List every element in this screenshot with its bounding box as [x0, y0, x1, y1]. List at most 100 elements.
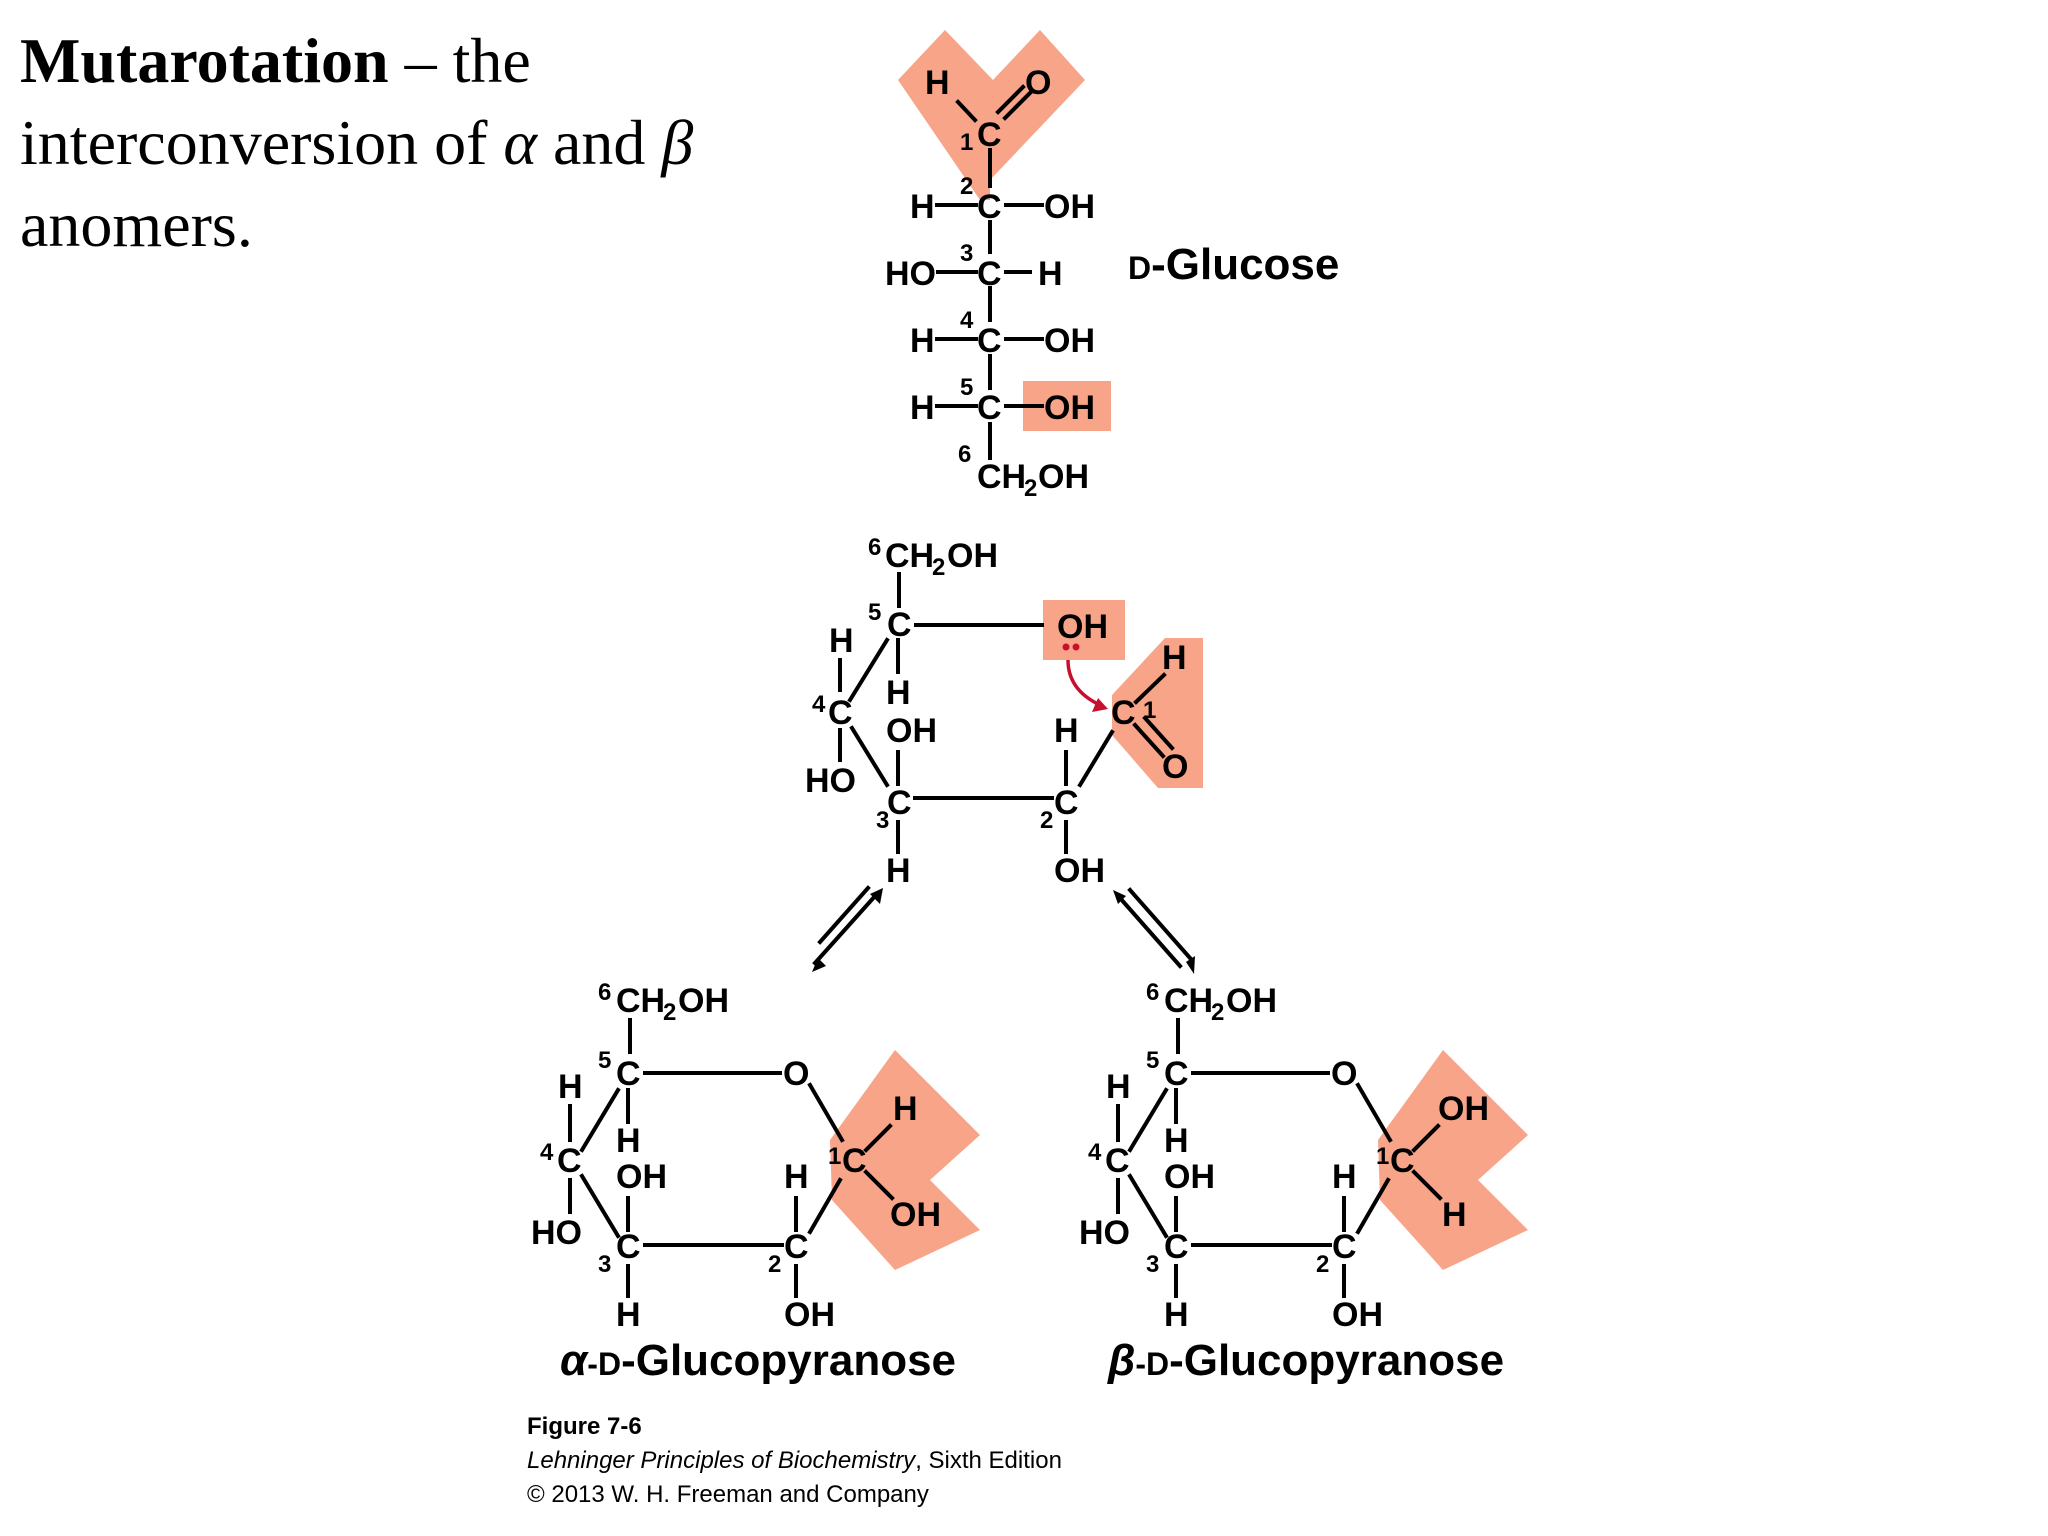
c2-hydroxyl: OH [784, 1296, 835, 1334]
bond [1127, 1087, 1169, 1153]
c1-hydroxyl-up: OH [1438, 1090, 1489, 1128]
bond [995, 84, 1026, 115]
c3-hydroxyl: OH [1164, 1158, 1215, 1196]
carbon-1: C [977, 116, 1002, 154]
c3-hydrogen: H [1164, 1296, 1189, 1334]
c5-left-hydrogen: H [558, 1068, 583, 1106]
c2-hydrogen: H [910, 188, 935, 226]
bond [863, 1123, 893, 1153]
carbon-number-6: 6 [958, 441, 971, 468]
arrow-head [812, 958, 826, 972]
c2-hydroxyl: OH [1044, 188, 1095, 226]
carbon-2: C [977, 188, 1002, 226]
c2-hydrogen: H [1054, 712, 1079, 750]
carbon-3: C [977, 255, 1002, 293]
c4-hydrogen: H [910, 322, 935, 360]
c2-hydrogen: H [784, 1158, 809, 1196]
carbon-3: C [616, 1228, 641, 1266]
carbon-number-1: 1 [1376, 1143, 1389, 1170]
anomeric-carbon-1: C [1390, 1142, 1415, 1180]
title-term: Mutarotation [20, 25, 389, 96]
arrow-shaft [1127, 887, 1193, 961]
beta-glucopyranose-label: β-D-Glucopyranose [1107, 1336, 1504, 1385]
title-line2b: and [537, 107, 662, 178]
title-dash: – the [388, 25, 531, 96]
carbon-4: C [977, 322, 1002, 360]
carbon-2: C [1054, 784, 1079, 822]
c3-hydrogen: H [1038, 255, 1063, 293]
carbon-number-4: 4 [1088, 1139, 1102, 1166]
arrow-head [870, 888, 883, 904]
c4-hydroxyl: OH [1044, 322, 1095, 360]
carbon-number-2: 2 [768, 1251, 781, 1278]
figure-caption: Figure 7-6 Lehninger Principles of Bioch… [527, 1413, 1062, 1508]
bond [955, 99, 978, 123]
carbon-number-4: 4 [540, 1139, 554, 1166]
c5-hydrogen: H [616, 1122, 641, 1160]
carbon-5: C [1164, 1055, 1189, 1093]
carbon-2: C [784, 1228, 809, 1266]
bond [849, 725, 890, 788]
book-citation: Lehninger Principles of Biochemistry, Si… [527, 1447, 1062, 1474]
equilibrium-arrow-right [1113, 887, 1195, 974]
c3-hydroxyl: OH [616, 1158, 667, 1196]
carbon-number-2: 2 [1040, 807, 1053, 834]
c6-oh-text: OH [678, 982, 729, 1020]
title-line2a: interconversion of [20, 107, 504, 178]
bond [1355, 1177, 1391, 1235]
c6-subscript: 2 [1211, 999, 1224, 1026]
bond [1355, 1082, 1393, 1143]
carbon-4: C [1105, 1142, 1130, 1180]
c6-ch-text: CH [1164, 982, 1213, 1020]
c1-hydrogen: H [893, 1090, 918, 1128]
c5-hydroxyl: OH [1057, 608, 1108, 646]
carbon-number-2: 2 [960, 173, 973, 200]
ring-closure-intermediate: 6 CH 2 OH 5 C H H OH 4 C HO [805, 534, 1203, 890]
c6-oh-text: OH [1226, 982, 1277, 1020]
c4-hydroxyl: HO [531, 1214, 582, 1252]
carbon-5: C [616, 1055, 641, 1093]
arrow-head [1186, 956, 1195, 974]
title-beta: β [661, 107, 694, 178]
title-line3: anomers. [20, 189, 253, 260]
carbon-number-1: 1 [960, 129, 973, 156]
aldehyde-highlight [1112, 638, 1203, 788]
bond [1133, 672, 1167, 705]
arrow-shaft [812, 892, 879, 966]
bond [807, 1082, 845, 1143]
c6-ch-text: CH [616, 982, 665, 1020]
c6-ch-text: CH [885, 537, 934, 575]
c5-hydrogen: H [886, 674, 911, 712]
c6-subscript: 2 [663, 999, 676, 1026]
alpha-glucopyranose-label: α-D-Glucopyranose [560, 1336, 956, 1385]
carbon-2: C [1332, 1228, 1357, 1266]
c1-carbonyl-oxygen: O [1162, 748, 1188, 786]
figure-number: Figure 7-6 [527, 1413, 642, 1440]
carbon-number-5: 5 [598, 1047, 611, 1074]
bond [1127, 1173, 1169, 1239]
c3-hydrogen: H [616, 1296, 641, 1334]
carbon-3: C [887, 784, 912, 822]
c2-hydroxyl: OH [1332, 1296, 1383, 1334]
lone-pair-dot [1072, 643, 1080, 651]
anomeric-carbon-highlight [1378, 1050, 1528, 1270]
carbon-5: C [887, 606, 912, 644]
carbon-4: C [828, 694, 853, 732]
bond [579, 1087, 621, 1153]
c4-hydroxyl: HO [1079, 1214, 1130, 1252]
c2-hydroxyl: OH [1054, 852, 1105, 890]
c1-hydrogen: H [1162, 639, 1187, 677]
carbon-number-3: 3 [876, 807, 889, 834]
bond [1411, 1123, 1441, 1153]
c3-hydroxyl: HO [885, 255, 936, 293]
c1-hydrogen: H [925, 64, 950, 102]
bond [1002, 90, 1033, 121]
c5-left-hydrogen: H [829, 622, 854, 660]
ring-oxygen: O [783, 1055, 809, 1093]
carbon-number-1: 1 [828, 1143, 841, 1170]
bond [579, 1173, 621, 1239]
nucleophilic-attack-arrow [1066, 659, 1101, 707]
c1-hydrogen: H [1442, 1196, 1467, 1234]
carbon-number-6: 6 [598, 979, 611, 1006]
